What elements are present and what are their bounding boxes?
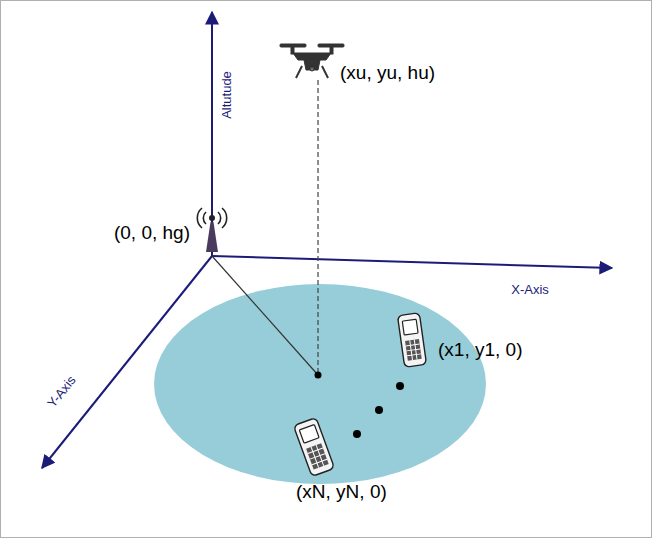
axis-label: X-Axis <box>511 283 549 297</box>
coordinate-label: (xN, yN, 0) <box>296 482 387 503</box>
projection-dot <box>315 372 322 379</box>
base-station-icon <box>197 208 226 252</box>
ellipsis-dot <box>396 382 404 390</box>
ground-projection-line <box>212 256 318 375</box>
axis-label: Altutude <box>220 71 234 119</box>
coordinate-label: (xu, yu, hu) <box>340 63 435 84</box>
phone-icon <box>397 313 426 368</box>
x-axis <box>212 256 612 268</box>
ellipsis-dot <box>353 430 361 438</box>
coordinate-label: (0, 0, hg) <box>114 223 190 244</box>
coordinate-label: (x1, y1, 0) <box>438 340 522 361</box>
drone-vertical-line <box>317 80 318 375</box>
ellipsis-dot <box>375 406 383 414</box>
phone-icon <box>293 418 334 477</box>
axis-label: Y-Axis <box>45 373 79 410</box>
coverage-area <box>154 284 486 484</box>
y-axis <box>42 256 212 468</box>
drone-icon <box>280 44 344 78</box>
